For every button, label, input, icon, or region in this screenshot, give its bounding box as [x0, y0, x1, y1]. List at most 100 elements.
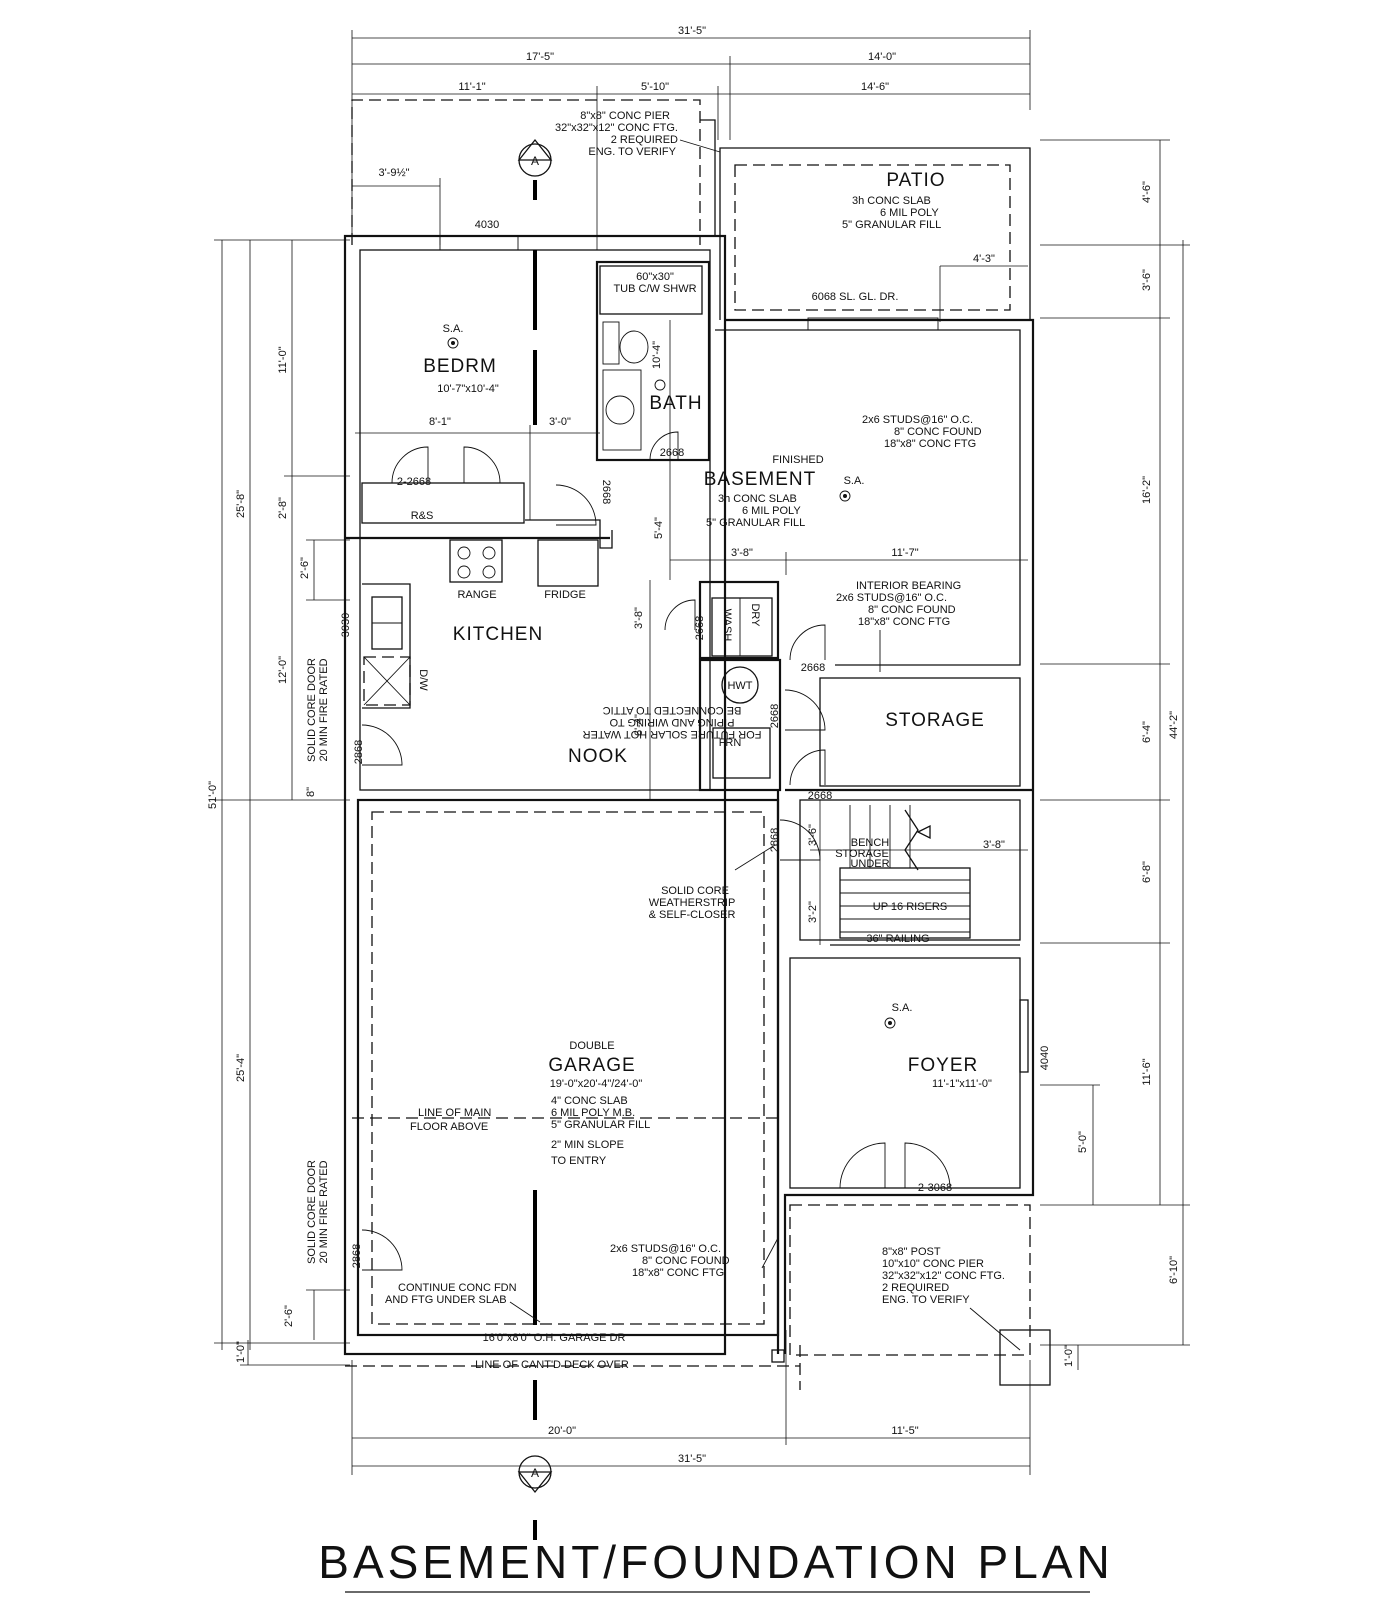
- fridge-label: FRIDGE: [544, 589, 586, 601]
- main-floor-note: LINE OF MAIN FLOOR ABOVE: [410, 1107, 491, 1133]
- dim-left-12-0: 12'-0": [277, 656, 289, 684]
- dim-stair-b: 3'-2": [807, 901, 819, 923]
- dim-right-4-6: 4'-6": [1141, 181, 1153, 203]
- svg-text:FLOOR ABOVE: FLOOR ABOVE: [410, 1121, 488, 1133]
- dim-foyer-off: 5'-0": [1077, 1131, 1089, 1153]
- svg-text:32"x32"x12" CONC FTG.: 32"x32"x12" CONC FTG.: [882, 1270, 1005, 1282]
- plan-title: BASEMENT/FOUNDATION PLAN: [318, 1536, 1113, 1588]
- dim-top-a: 11'-1": [458, 81, 485, 93]
- svg-text:18"x8" CONC FTG: 18"x8" CONC FTG: [858, 616, 950, 628]
- svg-text:STORAGE: STORAGE: [835, 848, 889, 860]
- dim-top-c: 14'-6": [861, 81, 889, 93]
- svg-text:2x6 STUDS@16" O.C.: 2x6 STUDS@16" O.C.: [836, 592, 947, 604]
- dim-bsmt-a: 3'-8": [731, 547, 753, 559]
- dw-label: D/W: [417, 669, 429, 691]
- solar-note: FOR FUTURE SOLAR HOT WATER PIPING AND WI…: [583, 704, 762, 740]
- double-label: DOUBLE: [569, 1040, 614, 1052]
- svg-text:32"x32"x12" CONC FTG.: 32"x32"x12" CONC FTG.: [555, 122, 678, 134]
- door-tag: 2868: [769, 828, 781, 852]
- door-tag: 2668: [801, 662, 825, 674]
- section-marker-label: A: [531, 154, 539, 168]
- tub-label: TUB C/W SHWR: [613, 283, 696, 295]
- interior-bearing-note: INTERIOR BEARING 2x6 STUDS@16" O.C. 8" C…: [836, 580, 961, 628]
- svg-text:LINE OF MAIN: LINE OF MAIN: [418, 1107, 491, 1119]
- dim-top-left: 17'-5": [526, 51, 554, 63]
- dim-right-3-6: 3'-6": [1141, 269, 1153, 291]
- dim-left-25-4: 25'-4": [235, 1054, 247, 1082]
- dim-left-11-0: 11'-0": [277, 346, 289, 373]
- svg-text:10"x10" CONC PIER: 10"x10" CONC PIER: [882, 1258, 984, 1270]
- exterior-wall-note: 2x6 STUDS@16" O.C. 8" CONC FOUND 18"x8" …: [862, 414, 982, 450]
- hwt-label: HWT: [727, 680, 752, 692]
- svg-text:2x6 STUDS@16" O.C.: 2x6 STUDS@16" O.C.: [610, 1243, 721, 1255]
- section-marker-bottom: A: [517, 1455, 553, 1494]
- stairs-note: UP 16 RISERS: [873, 901, 947, 913]
- room-garage: GARAGE: [548, 1055, 635, 1076]
- svg-text:TO ENTRY: TO ENTRY: [551, 1155, 607, 1167]
- dim-right-6-8: 6'-8": [1141, 861, 1153, 883]
- svg-text:& SELF-CLOSER: & SELF-CLOSER: [649, 909, 736, 921]
- door-tag: 4040: [1039, 1046, 1051, 1070]
- svg-text:8" CONC FOUND: 8" CONC FOUND: [642, 1255, 730, 1267]
- dimension-labels: 31'-5" 17'-5" 14'-0" 11'-1" 5'-10" 14'-6…: [207, 25, 1180, 1465]
- svg-text:8" CONC FOUND: 8" CONC FOUND: [894, 426, 982, 438]
- dim-right-11-6: 11'-6": [1141, 1058, 1153, 1085]
- door-tag: 2668: [694, 616, 706, 640]
- dim-bath-depth: 10'-4": [651, 341, 663, 369]
- svg-text:BE CONNECTED TO ATTIC: BE CONNECTED TO ATTIC: [603, 704, 742, 716]
- svg-text:CONTINUE CONC FDN: CONTINUE CONC FDN: [398, 1282, 517, 1294]
- dim-right-6-10: 6'-10": [1168, 1256, 1180, 1284]
- door-tag: 2868: [353, 740, 365, 764]
- rs-label: R&S: [411, 510, 434, 522]
- wash-label: WASH: [721, 609, 733, 642]
- door-tags: 4030 2-2668 2668 2668 2668 2668 2668 266…: [340, 219, 1051, 1268]
- railing-note: 36" RAILING: [866, 933, 929, 945]
- dim-stair-a: 3'-6": [807, 824, 819, 846]
- room-foyer: FOYER: [908, 1055, 978, 1076]
- door-tag: 2668: [769, 704, 781, 728]
- dim-top-right: 14'-0": [868, 51, 896, 63]
- room-nook: NOOK: [568, 746, 628, 767]
- dim-bsmt-c: 5'-4": [653, 517, 665, 539]
- bedrm-size: 10'-7"x10'-4": [437, 383, 499, 395]
- svg-text:SOLID CORE DOOR: SOLID CORE DOOR: [306, 658, 318, 762]
- smoke-alarm-icons: [447, 337, 896, 1029]
- sa-label: S.A.: [443, 323, 464, 335]
- frn-label: FRN: [719, 737, 742, 749]
- svg-text:PIPING AND WIRING TO: PIPING AND WIRING TO: [609, 716, 734, 728]
- garage-wall-note: 2x6 STUDS@16" O.C. 8" CONC FOUND 18"x8" …: [610, 1243, 730, 1279]
- svg-text:UNDER: UNDER: [850, 858, 889, 870]
- dim-right-6-4: 6'-4": [1141, 721, 1153, 743]
- door-tag: 4030: [475, 219, 499, 231]
- dim-stair-w: 3'-8": [983, 839, 1005, 851]
- door-tag: 2868: [351, 1244, 363, 1268]
- room-storage: STORAGE: [885, 710, 985, 731]
- dim-bottom-overall: 31'-5": [678, 1453, 706, 1465]
- room-basement: BASEMENT: [704, 469, 817, 490]
- svg-text:2 REQUIRED: 2 REQUIRED: [611, 134, 678, 146]
- room-patio: PATIO: [886, 170, 945, 191]
- continue-fdn-note: CONTINUE CONC FDN AND FTG UNDER SLAB: [385, 1282, 517, 1306]
- dim-left-2-6-top: 2'-6": [299, 557, 311, 579]
- room-bath: BATH: [649, 393, 702, 414]
- bench-note: BENCH STORAGE UNDER: [835, 837, 889, 870]
- dim-left-2-6-bot: 2'-6": [283, 1305, 295, 1327]
- garage-size: 19'-0"x20'-4"/24'-0": [550, 1078, 643, 1090]
- garage-door-note: 16'0"x8'0" O.H. GARAGE DR: [483, 1332, 626, 1344]
- svg-text:5" GRANULAR FILL: 5" GRANULAR FILL: [842, 219, 941, 231]
- dim-left-25-8: 25'-8": [235, 490, 247, 518]
- room-sub-labels: FINISHED DOUBLE 10'-7"x10'-4" 19'-0"x20'…: [437, 383, 992, 1090]
- room-labels: PATIO BEDRM BATH BASEMENT KITCHEN NOOK S…: [423, 170, 985, 1076]
- svg-text:18"x8" CONC FTG: 18"x8" CONC FTG: [884, 438, 976, 450]
- finished-label: FINISHED: [772, 454, 823, 466]
- door-swings: [361, 431, 951, 1271]
- svg-text:3h CONC SLAB: 3h CONC SLAB: [718, 493, 797, 505]
- room-bedrm: BEDRM: [423, 356, 497, 377]
- svg-text:ENG. TO VERIFY: ENG. TO VERIFY: [882, 1294, 970, 1306]
- dim-bay-offset: 3'-9½": [378, 167, 409, 179]
- solid-core-note: SOLID CORE WEATHERSTRIP & SELF-CLOSER: [649, 885, 736, 921]
- svg-text:INTERIOR BEARING: INTERIOR BEARING: [856, 580, 961, 592]
- fire-door-note-top: SOLID CORE DOOR 20 MIN FIRE RATED: [306, 658, 330, 762]
- svg-text:2" MIN SLOPE: 2" MIN SLOPE: [551, 1139, 624, 1151]
